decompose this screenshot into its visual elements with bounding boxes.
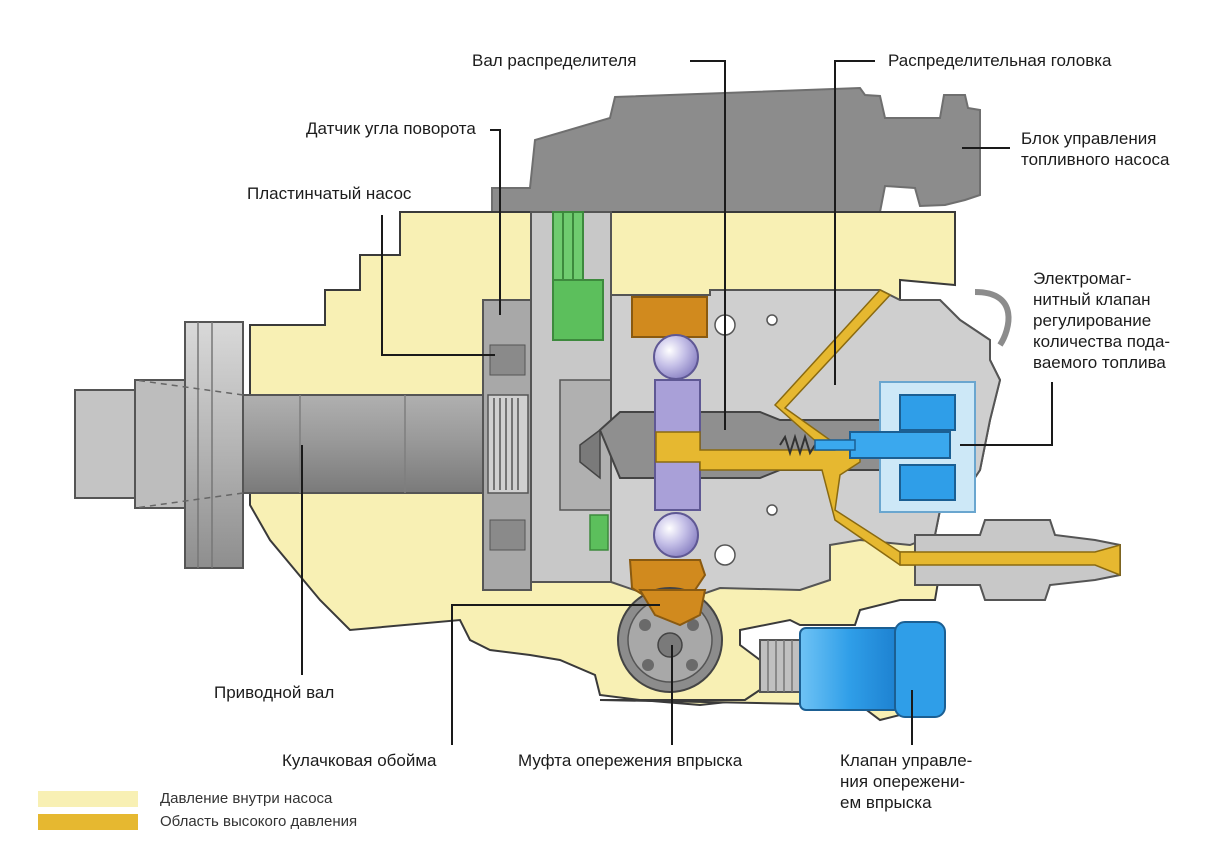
pump-ecu-housing <box>491 86 981 213</box>
angle-sensor <box>552 279 604 341</box>
label-timing-valve: Клапан управле- ния опережени- ем впрыск… <box>840 751 973 812</box>
label-angle-sensor: Датчик угла поворота <box>306 119 476 138</box>
leader-lines <box>301 60 1053 745</box>
roller-top <box>653 334 699 380</box>
label-distributor-head: Распределительная головка <box>888 51 1112 70</box>
solenoid-coil-bottom <box>899 464 956 501</box>
angle-sensor-cable <box>552 211 584 293</box>
drive-shaft <box>242 394 484 494</box>
valve-spring <box>779 433 816 457</box>
timing-valve-cap <box>894 621 946 718</box>
label-vane-pump: Пластинчатый насос <box>247 184 412 203</box>
pulley-disc <box>184 321 244 569</box>
solenoid-needle <box>814 439 856 451</box>
timing-valve-body <box>799 627 901 711</box>
cam-ring-top <box>631 296 708 338</box>
label-cam-ring: Кулачковая обойма <box>282 751 437 770</box>
legend-swatch-low-pressure <box>38 791 138 807</box>
drive-shaft-end <box>74 389 136 499</box>
label-pump-ecu: Блок управления топливного насоса <box>1021 129 1170 169</box>
timing-valve-thread <box>759 639 806 693</box>
legend-text-low-pressure: Давление внутри насоса <box>160 790 333 807</box>
label-drive-shaft: Приводной вал <box>214 683 335 702</box>
solenoid-wire <box>974 289 1012 347</box>
roller-bottom <box>653 512 699 558</box>
label-timing-device: Муфта опережения впрыска <box>518 751 743 770</box>
legend-swatch-high-pressure <box>38 814 138 830</box>
solenoid-armature <box>849 431 951 459</box>
label-solenoid-valve: Электромаг- нитный клапан регулирование … <box>1033 269 1171 372</box>
solenoid-coil-top <box>899 394 956 431</box>
legend-text-high-pressure: Область высокого давления <box>160 813 358 830</box>
label-distributor-shaft: Вал распределителя <box>472 51 637 70</box>
drive-shaft-neck <box>134 379 186 509</box>
